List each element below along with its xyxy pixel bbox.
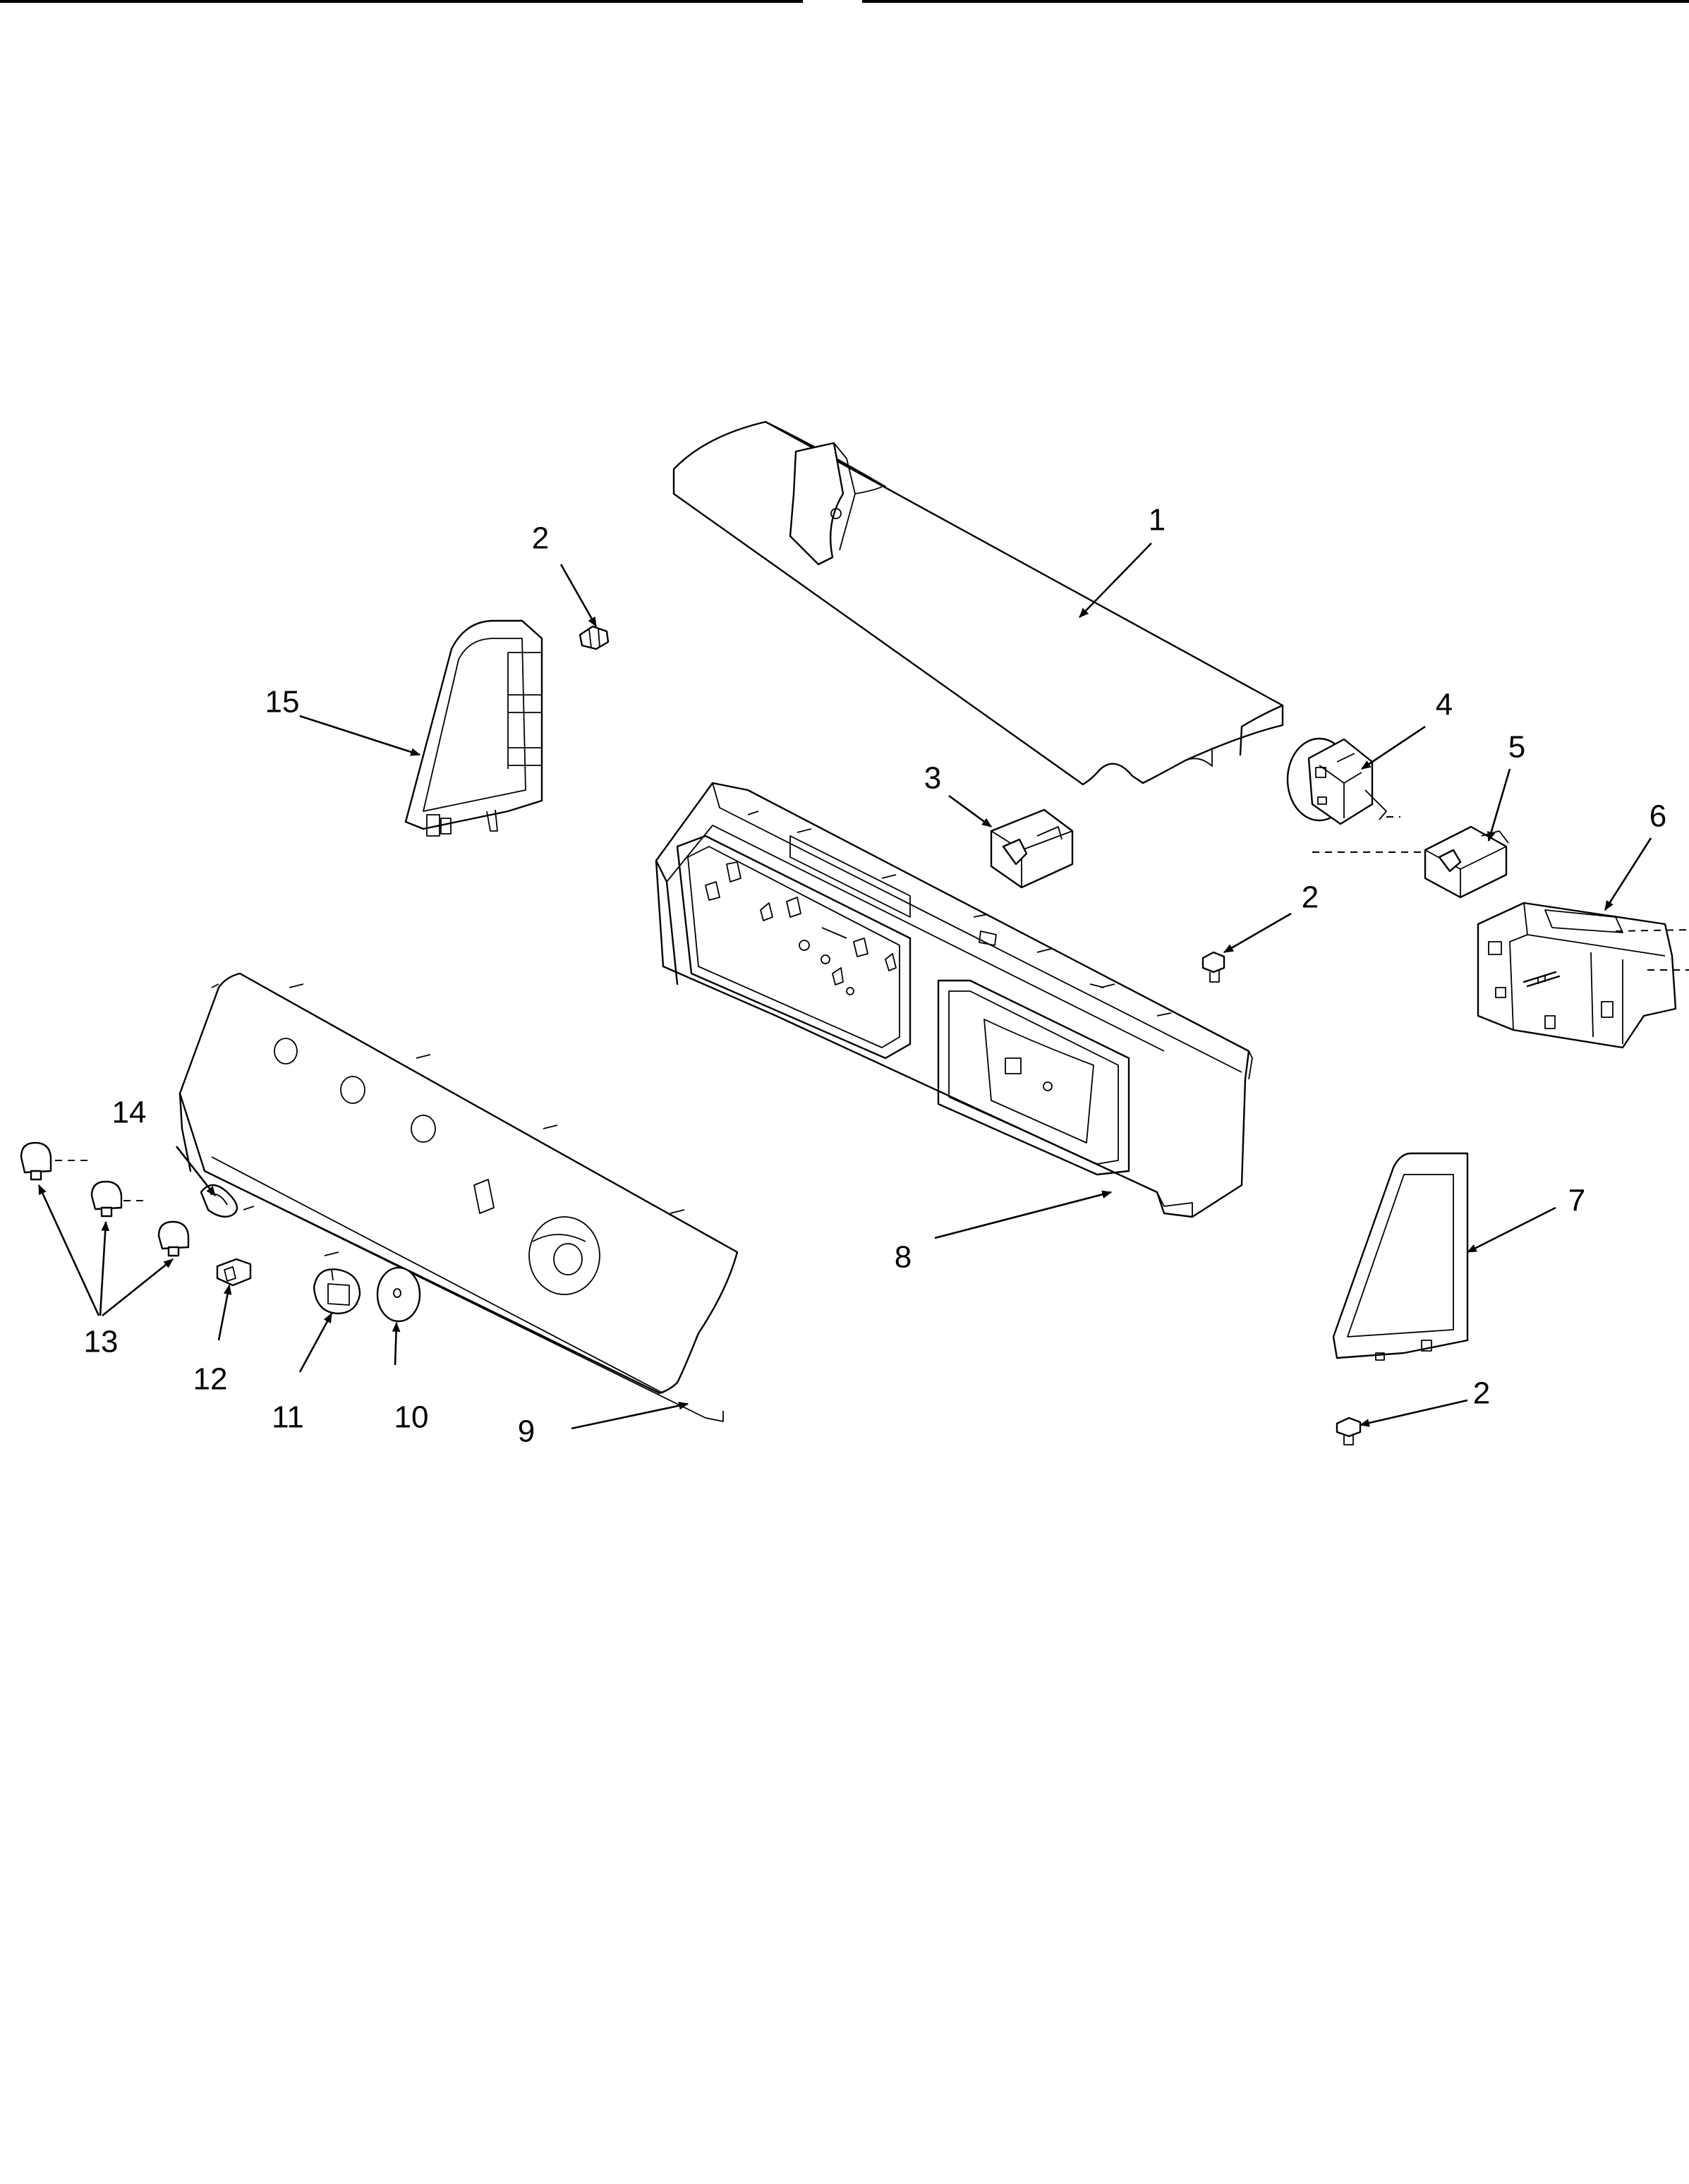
callout-7: 7 [1568,1184,1585,1218]
callout-1: 1 [1149,503,1166,538]
part-15-left-end-cap [404,619,543,837]
callout-9: 9 [518,1414,535,1449]
callout-4: 4 [1436,688,1453,722]
part-11-knob [313,1268,361,1315]
part-12-switch [216,1258,252,1287]
callout-10: 10 [394,1400,429,1435]
part-2-screw-middle [1201,951,1225,983]
part-9-console-panel [178,972,739,1422]
leader-lines [37,542,1652,1430]
part-8-control-bracket [655,782,1253,1218]
part-10-dial [376,1266,421,1323]
callout-15: 15 [265,685,300,720]
part-5-switch [1312,825,1509,899]
callout-14: 14 [112,1096,147,1130]
part-13-knobs [20,1141,190,1257]
callout-6: 6 [1649,799,1666,834]
part-2-screw-top [579,625,610,650]
part-14-lens [200,1184,238,1218]
callout-13: 13 [84,1325,119,1359]
callout-5: 5 [1508,730,1525,765]
callout-labels: 1 2 15 3 4 5 6 2 14 7 8 13 12 2 11 10 9 [84,503,1667,1449]
callout-8: 8 [895,1240,912,1275]
callout-2-top: 2 [532,521,549,556]
callout-3: 3 [924,761,941,796]
part-4-selector-switch [1286,737,1400,825]
callout-2-middle: 2 [1302,880,1319,915]
part-6-timer [1477,902,1689,1049]
part-3-switch [990,808,1074,889]
callout-2-bottom: 2 [1473,1376,1490,1411]
part-2-screw-bottom [1336,1416,1362,1445]
callout-12: 12 [193,1362,228,1397]
part-1-console-cover [672,420,1284,786]
callout-11: 11 [272,1400,304,1435]
part-7-right-end-cap [1332,1152,1469,1361]
